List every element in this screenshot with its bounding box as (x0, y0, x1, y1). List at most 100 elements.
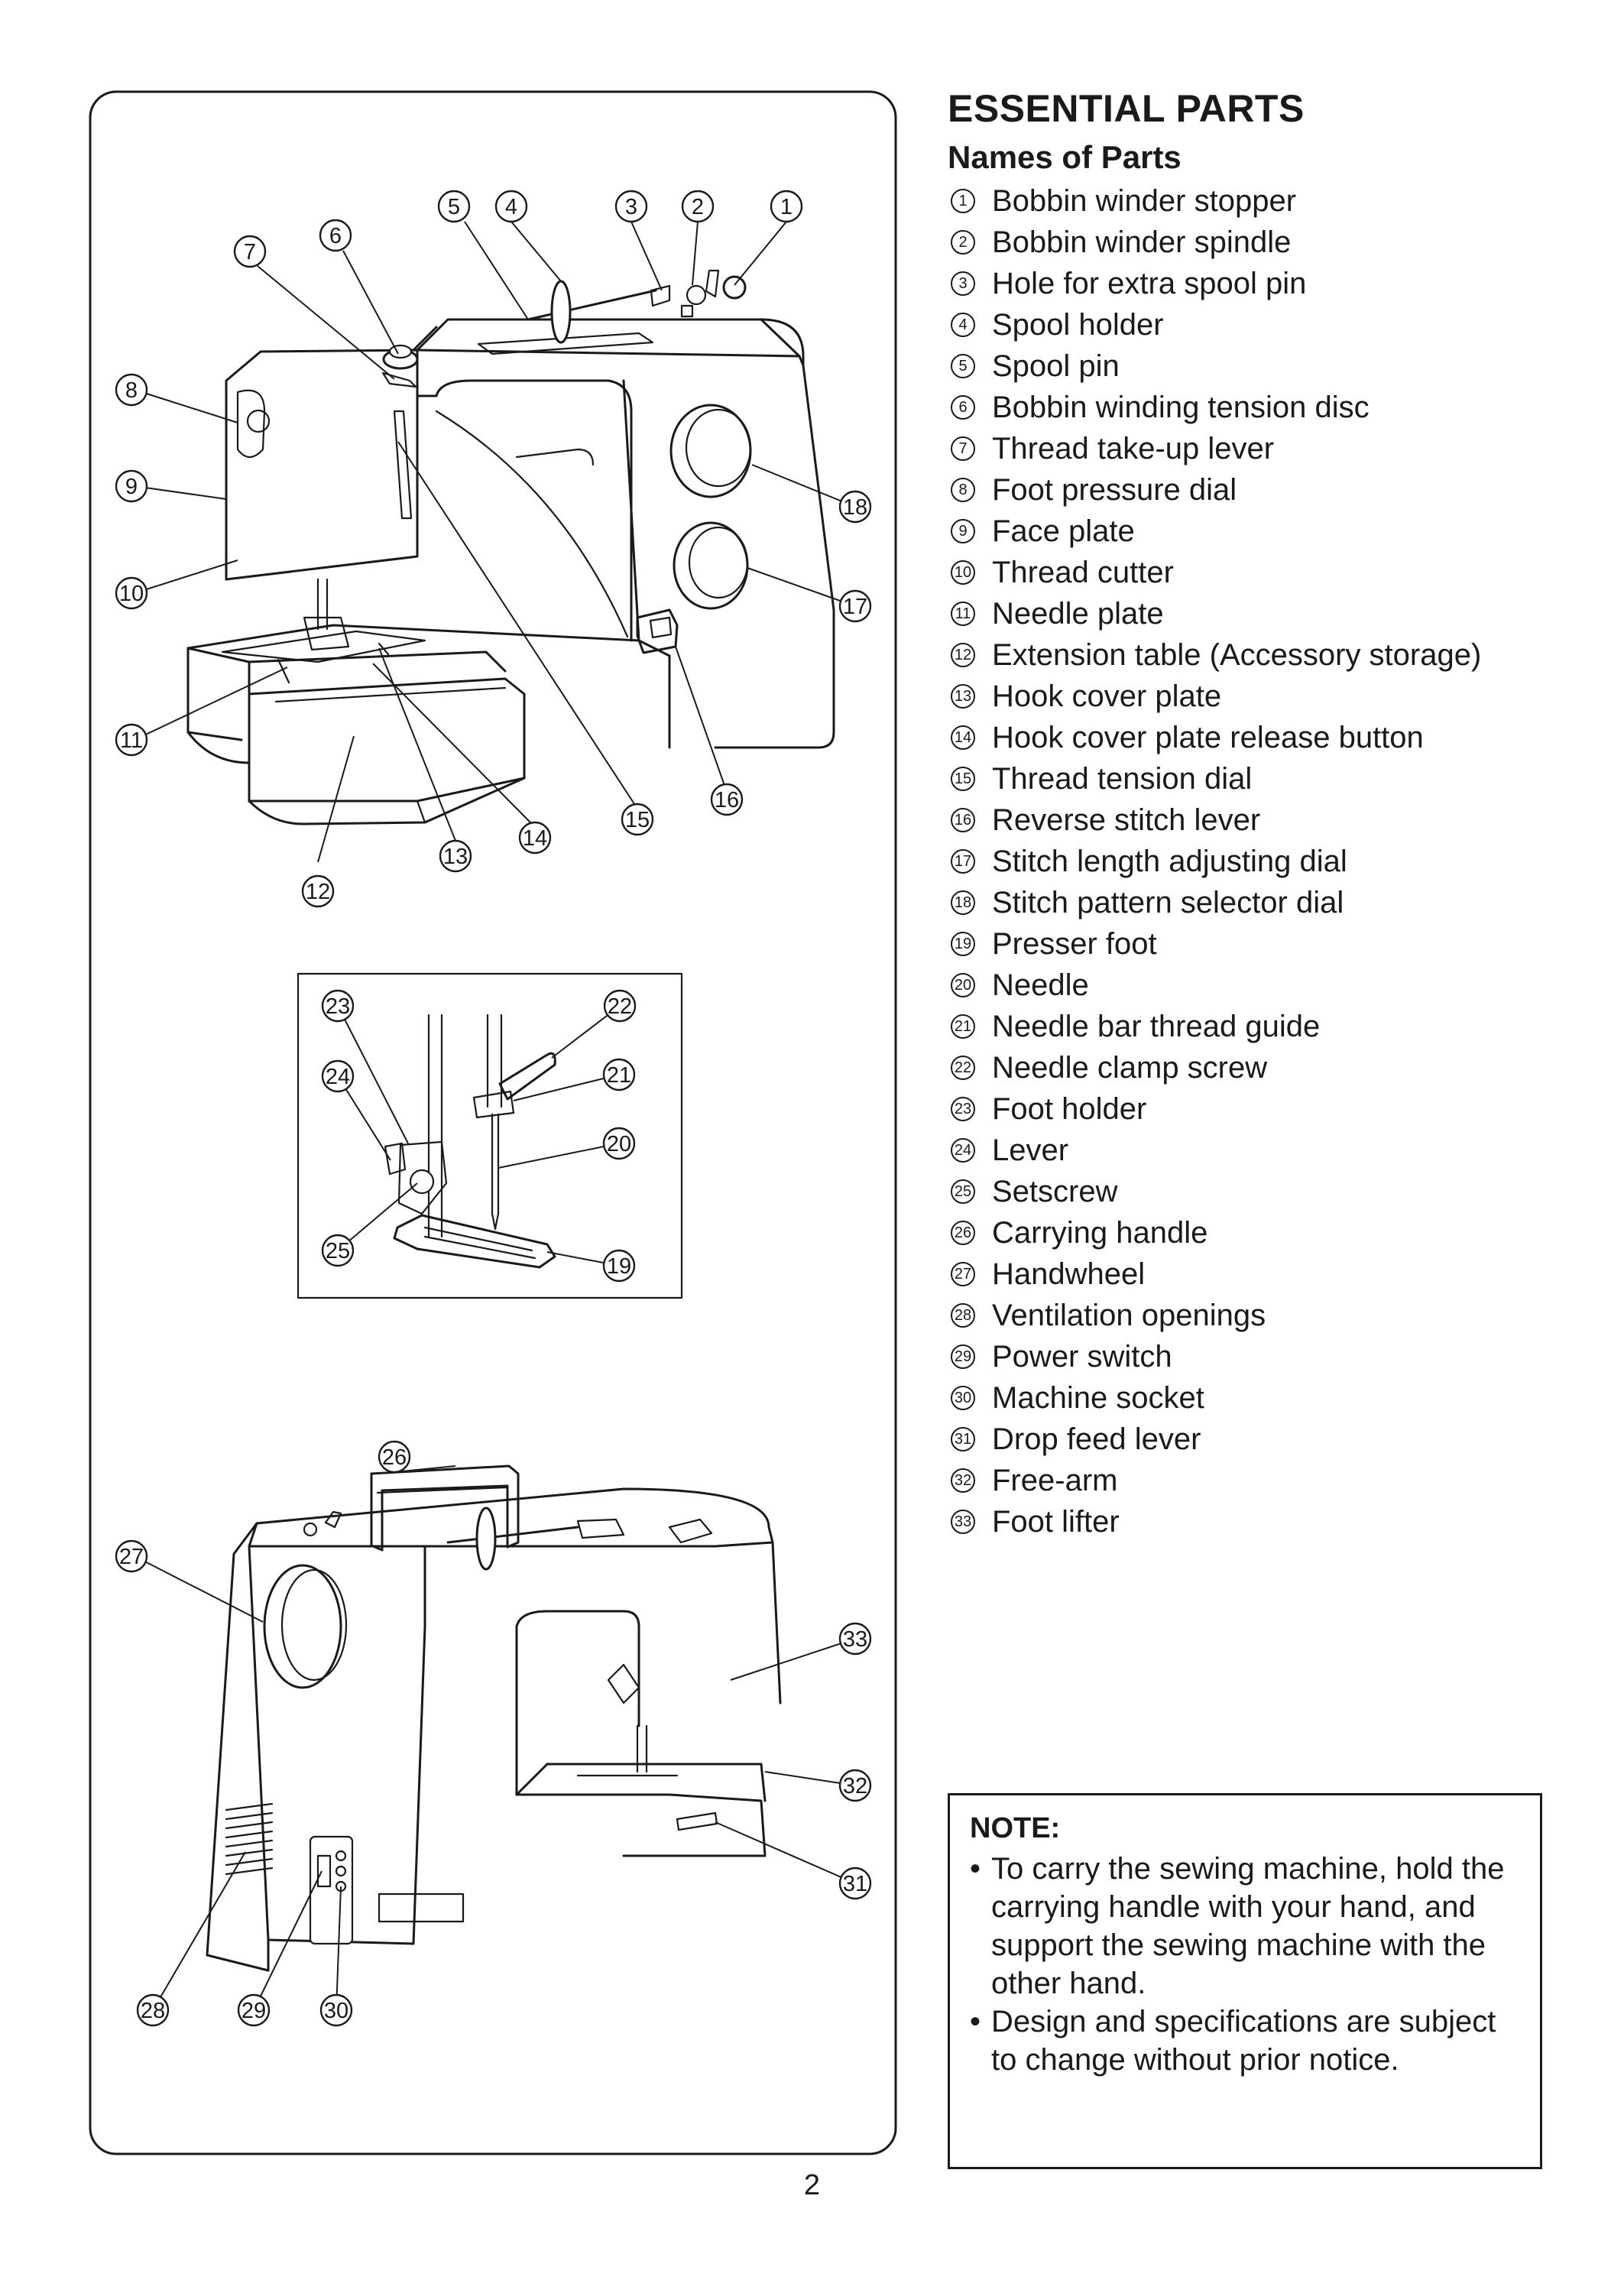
part-number: 1 (951, 189, 975, 213)
presser-foot-detail-drawing (297, 972, 683, 1299)
part-number: 33 (951, 1510, 975, 1534)
callout-3: 3 (614, 190, 648, 223)
part-name: Needle bar thread guide (992, 1009, 1321, 1043)
part-number: 28 (951, 1303, 975, 1328)
part-number: 16 (951, 808, 975, 832)
callout-2: 2 (681, 190, 715, 223)
list-item: 21 Needle bar thread guide (948, 1006, 1590, 1047)
illustration-panel: 1 2 3 4 5 6 7 8 9 10 11 12 13 14 15 16 1… (89, 90, 897, 2155)
callout-27: 27 (115, 1539, 148, 1573)
bullet-icon: • (970, 1852, 981, 1886)
detail-leader-lines (337, 1005, 621, 1267)
part-name: Foot holder (992, 1091, 1147, 1126)
part-name: Stitch length adjusting dial (992, 844, 1347, 878)
callout-5: 5 (437, 190, 471, 223)
svg-text:2: 2 (692, 195, 704, 219)
part-number: 14 (951, 725, 975, 750)
part-number: 31 (951, 1427, 975, 1451)
svg-text:9: 9 (125, 475, 138, 499)
callout-18: 18 (838, 490, 872, 524)
part-number: 21 (951, 1014, 975, 1039)
svg-text:30: 30 (324, 1999, 348, 2023)
svg-text:32: 32 (843, 1774, 867, 1798)
section-subtitle: Names of Parts (948, 139, 1182, 175)
svg-text:28: 28 (141, 1999, 165, 2023)
callout-22: 22 (603, 989, 637, 1023)
part-name: Thread take-up lever (992, 431, 1275, 465)
list-item: 31 Drop feed lever (948, 1419, 1590, 1460)
part-name: Hook cover plate release button (992, 720, 1424, 754)
list-item: 28 Ventilation openings (948, 1295, 1590, 1336)
svg-text:10: 10 (119, 582, 144, 606)
svg-text:21: 21 (607, 1063, 631, 1088)
callout-12: 12 (301, 874, 335, 908)
callout-6: 6 (319, 219, 352, 252)
panel-frame (89, 90, 897, 2155)
list-item: 16 Reverse stitch lever (948, 799, 1590, 841)
list-item: 11 Needle plate (948, 593, 1590, 634)
part-number: 11 (951, 602, 975, 626)
part-name: Ventilation openings (992, 1298, 1266, 1332)
part-name: Hole for extra spool pin (992, 266, 1307, 300)
callout-11: 11 (115, 723, 148, 757)
part-name: Setscrew (992, 1174, 1118, 1208)
svg-text:18: 18 (843, 495, 867, 520)
part-name: Reverse stitch lever (992, 803, 1261, 837)
svg-text:23: 23 (326, 994, 350, 1019)
svg-text:31: 31 (843, 1872, 867, 1896)
svg-text:13: 13 (443, 845, 468, 869)
part-name: Needle plate (992, 596, 1164, 631)
part-name: Bobbin winding tension disc (992, 390, 1370, 424)
svg-text:14: 14 (523, 826, 547, 851)
part-number: 18 (951, 890, 975, 915)
svg-text:26: 26 (382, 1445, 407, 1470)
note-text: Design and specifications are subject to… (991, 2005, 1496, 2077)
part-name: Spool pin (992, 349, 1120, 383)
svg-text:33: 33 (843, 1627, 867, 1652)
part-number: 32 (951, 1468, 975, 1493)
callout-13: 13 (439, 839, 472, 873)
rear-view-machine-drawing (206, 1464, 782, 1972)
part-number: 29 (951, 1344, 975, 1369)
part-number: 19 (951, 932, 975, 956)
callout-4: 4 (494, 190, 528, 223)
svg-text:20: 20 (607, 1132, 631, 1156)
callout-25: 25 (321, 1234, 355, 1267)
part-number: 4 (951, 313, 975, 337)
list-item: 29 Power switch (948, 1336, 1590, 1377)
list-item: 14 Hook cover plate release button (948, 717, 1590, 758)
part-name: Machine socket (992, 1380, 1204, 1415)
part-number: 2 (951, 230, 975, 255)
part-name: Needle clamp screw (992, 1050, 1268, 1085)
callout-30: 30 (319, 1993, 353, 2027)
callout-20: 20 (602, 1127, 636, 1160)
part-name: Spool holder (992, 307, 1164, 342)
part-name: Power switch (992, 1339, 1172, 1374)
part-number: 9 (951, 519, 975, 543)
part-number: 17 (951, 849, 975, 874)
svg-text:22: 22 (608, 994, 632, 1019)
front-view-leader-lines (134, 221, 856, 863)
part-name: Drop feed lever (992, 1422, 1201, 1456)
callout-10: 10 (115, 576, 148, 610)
part-number: 8 (951, 478, 975, 502)
note-item: • To carry the sewing machine, hold the … (970, 1850, 1520, 2003)
part-name: Extension table (Accessory storage) (992, 637, 1482, 672)
callout-31: 31 (838, 1867, 872, 1900)
svg-text:27: 27 (119, 1545, 144, 1569)
svg-text:12: 12 (306, 880, 330, 904)
